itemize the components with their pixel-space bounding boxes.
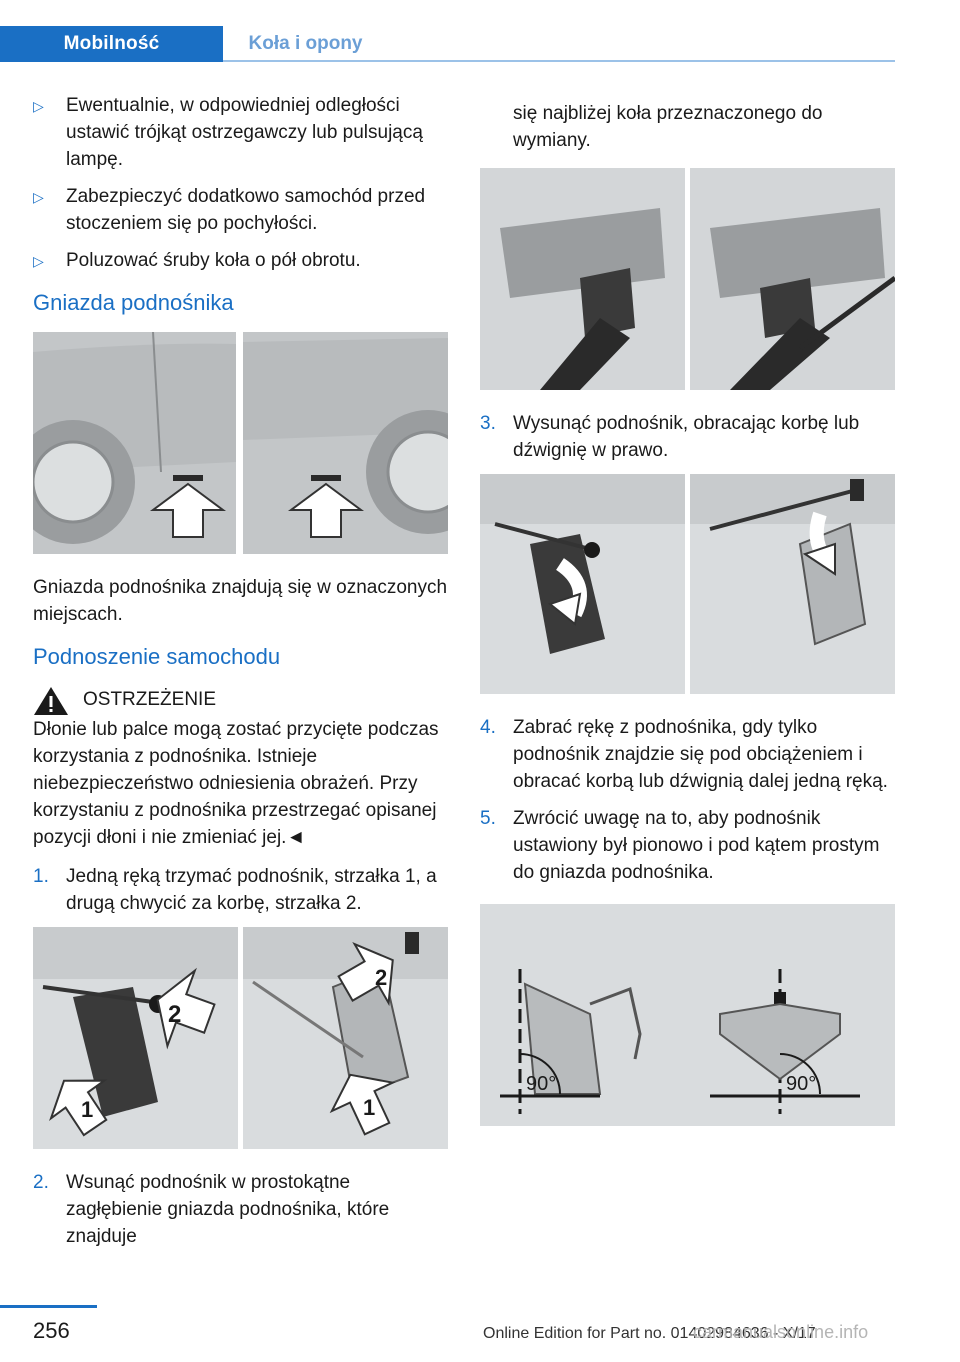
step-number: 1.	[33, 866, 49, 887]
section-heading-jack-points: Gniazda podnośnika	[33, 290, 234, 315]
step-text: Wsunąć podnośnik w prostokątne zagłębien…	[66, 1172, 390, 1247]
arrow-label-2: 2	[168, 1001, 181, 1028]
step-text: Wysunąć podnośnik, obracając korbę lub d…	[513, 413, 860, 461]
page-number: 256	[33, 1318, 70, 1343]
right-column: się najbliżej koła przeznaczonego do wym…	[480, 100, 895, 1146]
step-text: Zabrać rękę z podnośnika, gdy tylko podn…	[513, 717, 888, 792]
step-number: 4.	[480, 717, 496, 738]
left-column: ▷ Ewentualnie, w odpowiedniej odległości…	[33, 92, 448, 1260]
jack-handling-figure: 2 1 2 1	[33, 927, 448, 1149]
jacking-points-figure	[33, 332, 448, 554]
bullet-triangle-icon: ▷	[33, 253, 44, 269]
tab-wheels-tyres[interactable]: Koła i opony	[248, 33, 363, 54]
angle-label: 90°	[786, 1073, 816, 1095]
watermark-text: carmanualsonline.info	[693, 1322, 869, 1342]
warning-title: OSTRZEŻENIE	[83, 689, 217, 710]
step-text: Jedną ręką trzymać podnośnik, strzałka 1…	[66, 866, 437, 914]
bullet-text: Ewentualnie, w odpowiedniej odległości u…	[66, 95, 423, 170]
footer-divider	[0, 1305, 97, 1308]
tab-mobility[interactable]: Mobilność	[0, 26, 223, 62]
bullet-triangle-icon: ▷	[33, 189, 44, 205]
step-item: 3. Wysunąć podnośnik, obracając korbę lu…	[480, 410, 895, 464]
jack-points-description: Gniazda podnośnika znajdują się w oznacz…	[33, 577, 448, 625]
edition-note: Online Edition for Part no. 01402984636 …	[483, 1325, 816, 1342]
section-heading-raising: Podnoszenie samochodu	[33, 644, 281, 669]
jack-alignment-illustration: 90° 90°	[480, 904, 895, 1126]
step-item: 2. Wsunąć podnośnik w prostokątne zagłęb…	[33, 1169, 448, 1250]
step-text: się najbliżej koła przeznaczonego do wym…	[513, 103, 823, 151]
warning-text: Dłonie lub palce mogą zostać przycięte p…	[33, 719, 439, 848]
bullet-text: Poluzować śruby koła o pół obrotu.	[66, 250, 361, 271]
jack-socket-illustration	[480, 168, 895, 390]
jack-crank-figure	[480, 474, 895, 694]
jack-crank-illustration	[480, 474, 895, 694]
step-text: Zwrócić uwagę na to, aby podnośnik ustaw…	[513, 808, 880, 883]
arrow-label-1: 1	[81, 1097, 93, 1122]
warning-triangle-icon	[34, 687, 68, 715]
step-item: 5. Zwrócić uwagę na to, aby podnośnik us…	[480, 805, 895, 886]
bullet-triangle-icon: ▷	[33, 98, 44, 114]
list-item: ▷ Zabezpieczyć dodatkowo samochód przed …	[33, 183, 448, 237]
header-divider	[223, 60, 895, 62]
list-item: ▷ Ewentualnie, w odpowiedniej odległości…	[33, 92, 448, 173]
jack-alignment-figure: 90° 90°	[480, 904, 895, 1126]
jacking-points-illustration	[33, 332, 448, 554]
step-item: 1. Jedną ręką trzymać podnośnik, strzałk…	[33, 863, 448, 917]
list-item: ▷ Poluzować śruby koła o pół obrotu.	[33, 247, 448, 274]
warning-block: OSTRZEŻENIE Dłonie lub palce mogą zostać…	[33, 686, 448, 851]
jack-handling-illustration: 2 1 2 1	[33, 927, 448, 1149]
angle-label: 90°	[526, 1073, 556, 1095]
bullet-text: Zabezpieczyć dodatkowo samochód przed st…	[66, 186, 426, 234]
step-number: 2.	[33, 1172, 49, 1193]
step-item: 4. Zabrać rękę z podnośnika, gdy tylko p…	[480, 714, 895, 795]
step-continuation: się najbliżej koła przeznaczonego do wym…	[480, 100, 895, 154]
step-number: 3.	[480, 413, 496, 434]
arrow-label-1: 1	[363, 1095, 375, 1120]
arrow-label-2: 2	[375, 965, 387, 990]
step-number: 5.	[480, 808, 496, 829]
jack-socket-figure	[480, 168, 895, 390]
header-tabs: Mobilność Koła i opony	[0, 26, 895, 62]
